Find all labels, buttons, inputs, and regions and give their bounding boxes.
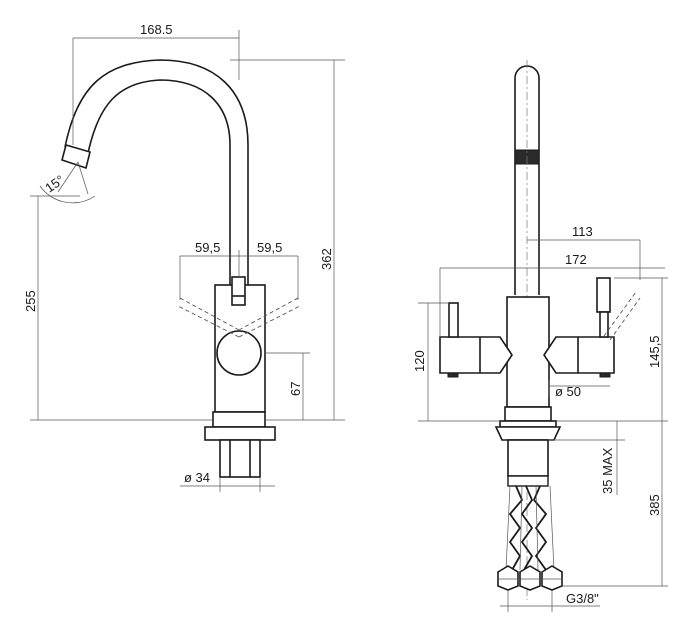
dim-body-height: 67 — [288, 382, 303, 396]
front-base-collar — [504, 406, 552, 422]
front-body-column — [506, 296, 550, 408]
right-handle — [596, 277, 611, 313]
dim-body-diameter: ø 50 — [555, 384, 581, 399]
dim-angle: 15° — [42, 172, 67, 196]
left-cartridge — [439, 336, 513, 374]
spout-tip — [61, 144, 91, 170]
hoses — [497, 475, 563, 591]
dim-thread: G3/8" — [566, 591, 599, 606]
left-handle — [448, 302, 459, 338]
dim-width: 172 — [565, 252, 587, 267]
dim-max-thickness: 35 MAX — [600, 447, 615, 494]
handle-knob — [216, 330, 262, 376]
lever-stem — [231, 276, 246, 306]
dim-reach: 168.5 — [140, 22, 173, 37]
front-mount-shank — [507, 439, 549, 477]
front-view: 113 172 120 145,5 ø 50 35 MAX — [412, 60, 668, 612]
dim-spout-offset: 113 — [572, 224, 593, 239]
dim-total-height: 362 — [319, 248, 334, 270]
side-spout — [39, 59, 249, 285]
hose-nut-2 — [519, 565, 541, 591]
dim-hose-length: 385 — [647, 494, 662, 516]
base-collar — [212, 411, 266, 428]
right-cartridge — [543, 336, 615, 374]
front-dimensions: 113 172 120 145,5 ø 50 35 MAX — [412, 224, 668, 612]
dim-handle-height: 145,5 — [647, 335, 662, 368]
front-base-flange — [494, 426, 562, 441]
dim-front-body-height: 120 — [412, 350, 427, 372]
dim-spout-height: 255 — [23, 290, 38, 312]
side-dimensions: 168.5 15° 59,5 59,5 362 255 67 — [23, 22, 345, 492]
front-spout — [514, 60, 540, 600]
hose-nut-3 — [541, 565, 563, 591]
dim-lever-left: 59,5 — [195, 240, 220, 255]
front-body — [439, 277, 641, 477]
side-view: 168.5 15° 59,5 59,5 362 255 67 — [23, 22, 345, 492]
dim-base-diameter: ø 34 — [184, 470, 210, 485]
mount-shank — [219, 439, 261, 478]
side-body — [177, 276, 301, 478]
hose-nut-1 — [497, 565, 519, 591]
dim-lever-right: 59,5 — [257, 240, 282, 255]
base-flange — [204, 426, 276, 441]
